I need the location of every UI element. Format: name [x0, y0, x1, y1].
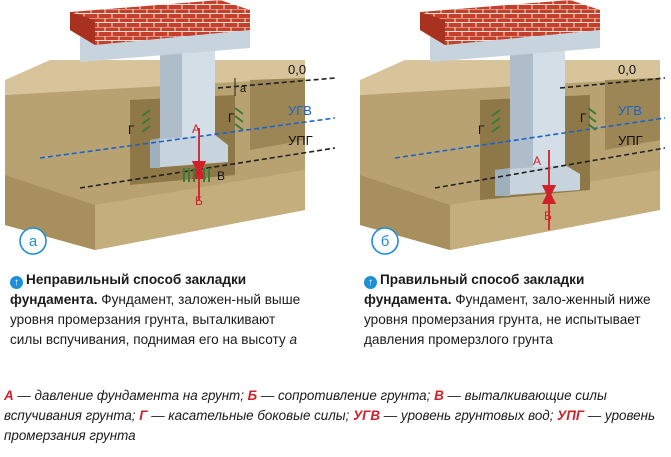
- legend-key-UPG: УПГ: [557, 408, 585, 423]
- label-A-right: А: [533, 154, 541, 168]
- label-B-right: Б: [544, 209, 552, 223]
- legend-key-G: Г: [139, 408, 148, 423]
- label-G2-right: Г: [580, 111, 587, 125]
- line-upg-right: [434, 147, 666, 189]
- soil-top-left: [5, 60, 305, 95]
- label-A-left: А: [192, 122, 200, 136]
- label-ugv-left: УГВ: [288, 103, 312, 118]
- panel-badge-right: [371, 227, 399, 255]
- soil-side-right-left: [250, 78, 305, 150]
- caption-left-italic: а: [289, 332, 298, 347]
- legend-key-A: А: [4, 388, 14, 403]
- panel-badge-left: [19, 227, 47, 255]
- foundation-right: [533, 40, 565, 180]
- caption-left-text: Фундамент, заложен-ный выше уровня проме…: [10, 292, 301, 347]
- brick-wall-left: [70, 0, 250, 45]
- info-arrow-icon: ↑: [364, 276, 377, 289]
- label-V-left: В: [217, 169, 225, 183]
- label-ugv-right: УГВ: [618, 103, 642, 118]
- line-zero-right: [559, 77, 666, 89]
- line-zero-left: [217, 77, 336, 89]
- label-upg-left: УПГ: [288, 133, 313, 148]
- label-B-left: Б: [195, 194, 203, 208]
- legend-desc-UGV: — уровень грунтовых вод;: [380, 408, 558, 423]
- info-arrow-icon: ↑: [10, 276, 23, 289]
- legend-key-B: Б: [247, 388, 258, 403]
- legend: А — давление фундамента на грунт; Б — со…: [4, 386, 668, 446]
- foundation-left: [182, 40, 215, 145]
- caption-left: ↑Неправильный способ закладки фундамента…: [10, 270, 310, 350]
- legend-desc-UPG: — уровень промерзания грунта: [4, 408, 656, 443]
- caption-right-bold: Правильный способ закладки фундамента.: [364, 272, 585, 307]
- legend-desc-A: — давление фундамента на грунт;: [13, 388, 248, 403]
- line-ugv-right: [394, 117, 666, 159]
- caption-left-bold: Неправильный способ закладки фундамента.: [10, 272, 247, 307]
- panel-id-left: а: [29, 233, 38, 250]
- label-a-left: а: [240, 83, 247, 95]
- brick-wall-right: [420, 0, 600, 45]
- panel-right: [360, 0, 666, 250]
- legend-key-V: В: [434, 388, 444, 403]
- panel-id-right: б: [381, 233, 390, 250]
- caption-right: ↑Правильный способ закладки фундамента. …: [364, 270, 654, 350]
- caption-right-text: Фундамент, зало-женный ниже уровня проме…: [364, 292, 651, 347]
- line-upg-left: [79, 147, 336, 189]
- panel-left: [5, 0, 336, 250]
- soil-step-left: [95, 170, 305, 250]
- label-G2-left: Г: [228, 111, 235, 125]
- legend-desc-B: — сопротивление грунта;: [257, 388, 435, 403]
- label-upg-right: УПГ: [618, 133, 643, 148]
- label-zero-right: 0,0: [618, 62, 636, 77]
- label-G1-right: Г: [478, 123, 485, 137]
- legend-key-UGV: УГВ: [353, 408, 381, 423]
- label-zero-left: 0,0: [288, 62, 306, 77]
- legend-desc-V: — выталкивающие силы вспучивания грунта;: [4, 388, 607, 423]
- legend-desc-G: — касательные боковые силы;: [147, 408, 354, 423]
- label-G1-left: Г: [128, 123, 135, 137]
- line-ugv-left: [39, 117, 336, 159]
